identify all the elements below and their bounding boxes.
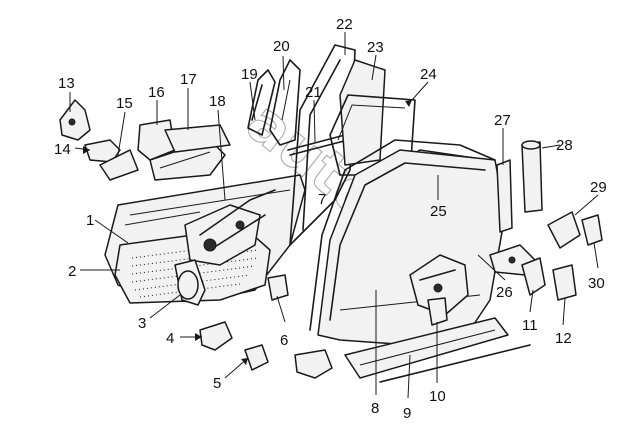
door-pillar-28	[521, 140, 543, 213]
part-label-27: 27	[494, 112, 511, 129]
part-label-17: 17	[180, 71, 197, 88]
part-label-8: 8	[371, 400, 379, 417]
part-label-18: 18	[209, 93, 226, 110]
clip-part-5	[244, 344, 269, 371]
door-handle-15	[99, 149, 139, 181]
part-label-10: 10	[429, 388, 446, 405]
part-label-28: 28	[556, 137, 573, 154]
leader-arrows	[83, 100, 412, 365]
hinge-bracket-13	[59, 99, 91, 141]
part-label-24: 24	[420, 66, 437, 83]
glass-run-channel-24	[329, 94, 416, 176]
door-hinge-12	[552, 264, 577, 301]
part-label-19: 19	[241, 66, 258, 83]
part-label-26: 26	[496, 284, 513, 301]
part-label-21: 21	[305, 84, 322, 101]
door-glass-23	[339, 59, 386, 166]
part-label-20: 20	[273, 38, 290, 55]
part-label-11: 11	[522, 317, 538, 334]
part-label-2: 2	[68, 263, 76, 280]
window-regulator	[184, 189, 276, 266]
door-hinge-30	[581, 214, 603, 246]
window-winder-handle	[174, 259, 206, 306]
part-label-6: 6	[280, 332, 288, 349]
part-label-14: 14	[54, 141, 71, 158]
part-label-13: 13	[58, 75, 75, 92]
part-label-25: 25	[430, 203, 447, 220]
lower-door-trim	[344, 317, 531, 383]
trim-strip-18	[164, 124, 231, 153]
part-label-12: 12	[555, 330, 572, 347]
door-weatherstrip	[309, 139, 496, 331]
door-hinge-29	[547, 211, 581, 249]
door-pillar-27	[496, 159, 513, 233]
clip-part-6	[267, 274, 289, 301]
part-label-16: 16	[148, 84, 165, 101]
part-label-9: 9	[403, 405, 411, 422]
part-label-5: 5	[213, 375, 221, 392]
part-label-3: 3	[138, 315, 146, 332]
door-lock-mechanism	[409, 254, 469, 326]
part-label-15: 15	[116, 95, 133, 112]
leader-lines	[69, 32, 599, 399]
part-label-29: 29	[590, 179, 607, 196]
outer-door-handle	[521, 257, 546, 296]
part-number-labels: 1 2 3 4 5 6 7 8 9 10 11 12 13 14 15 16 1…	[54, 16, 607, 422]
clip-part-4	[199, 321, 233, 351]
part-label-7: 7	[318, 191, 326, 208]
hinge-bracket-14	[84, 139, 121, 163]
lower-bracket	[294, 349, 333, 379]
vent-glass-20	[269, 59, 301, 146]
quarter-window-frame	[247, 69, 276, 136]
part-label-23: 23	[367, 39, 384, 56]
part-label-1: 1	[86, 212, 94, 229]
part-label-22: 22	[336, 16, 353, 33]
part-label-4: 4	[166, 330, 174, 347]
part-label-30: 30	[588, 275, 605, 292]
